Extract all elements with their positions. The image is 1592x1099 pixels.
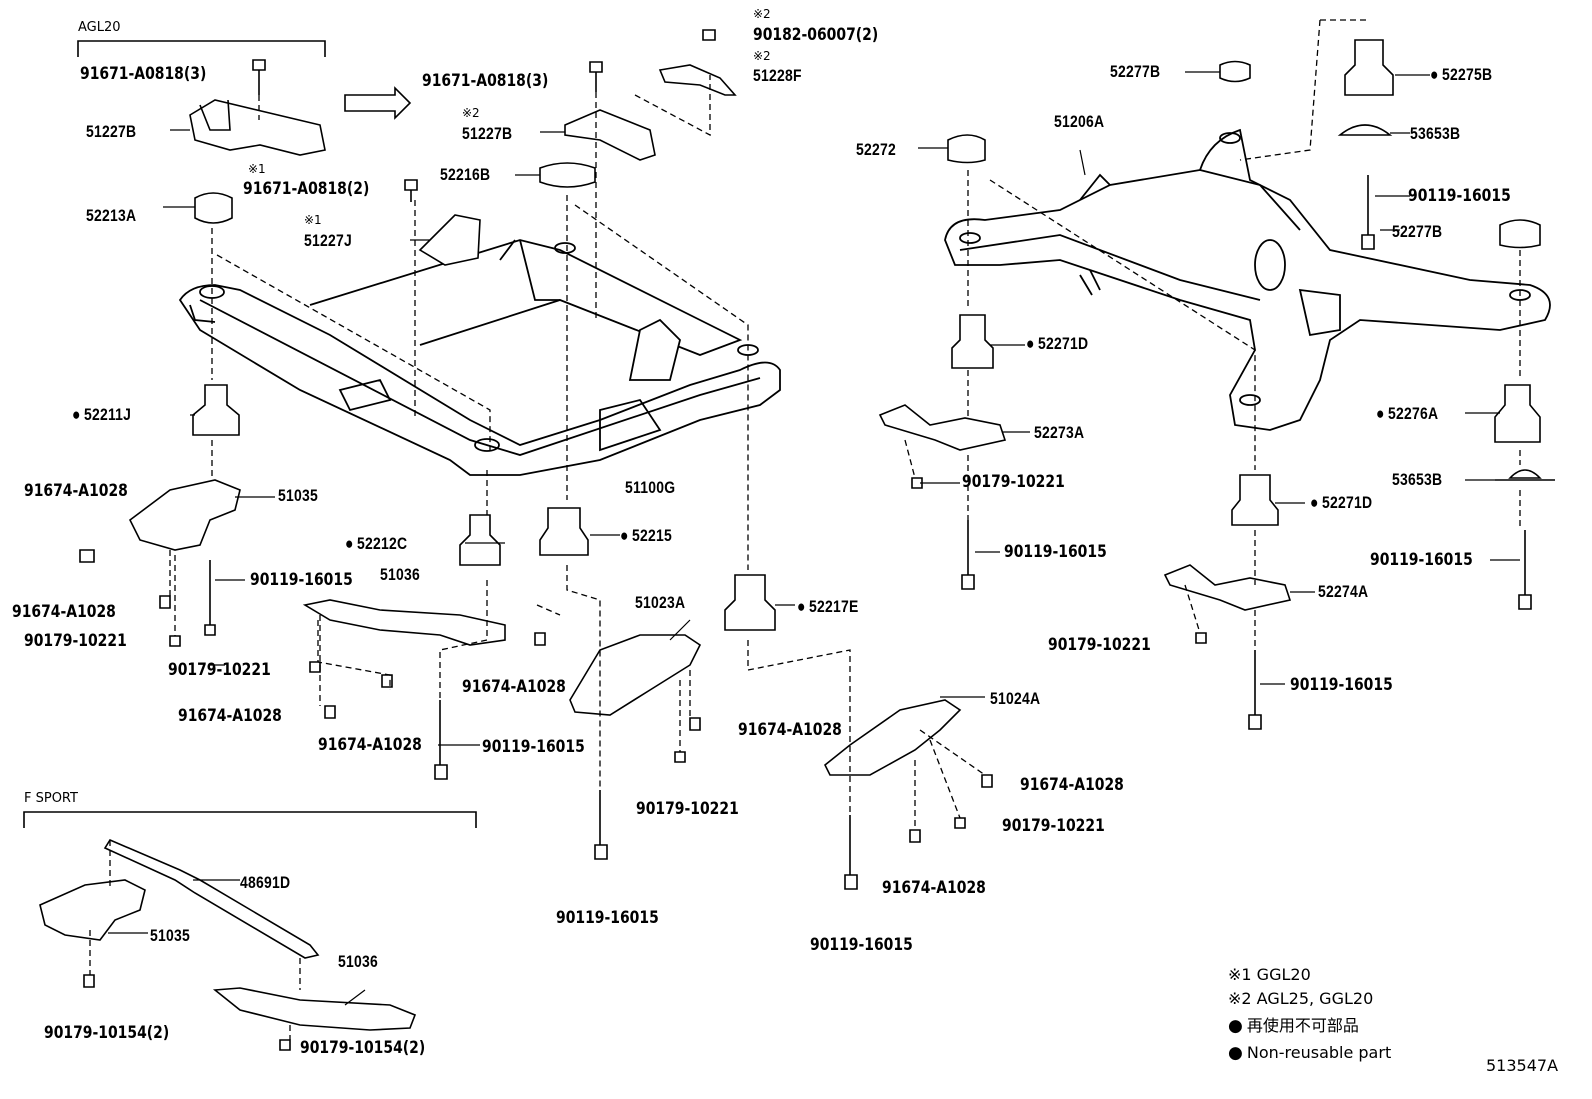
bracket-51227B-left [189, 99, 326, 156]
part-label-90119-16015-d: 90119-16015 [810, 935, 913, 955]
part-label-52274a: 52274A [1318, 582, 1369, 601]
part-label-91671-a0818-3-center: 91671-A0818(3) [422, 71, 549, 91]
part-label-52276a: 52276A [1376, 405, 1438, 422]
leader-lines [108, 71, 1520, 1006]
part-label-90179-10154-b: 90179-10154(2) [300, 1038, 426, 1058]
plate-52274A [1163, 564, 1292, 611]
fsport-bracket [23, 811, 477, 828]
part-label-52275b: 52275B [1430, 66, 1492, 83]
part-label-52277b-mid: 52277B [1392, 222, 1443, 241]
figure-id: 513547A [1486, 1056, 1559, 1075]
part-label-90182-06007-2: 90182-06007(2) [753, 25, 879, 45]
part-label-90119-16015-a: 90119-16015 [250, 570, 353, 590]
part-label-51227b-center: 51227B [462, 124, 513, 143]
part-label-52211j: 52211J [72, 406, 131, 423]
part-label-52273a: 52273A [1034, 423, 1085, 442]
part-label-51036-fsport: 51036 [338, 952, 379, 971]
part-label-53653b-top: 53653B [1410, 124, 1461, 143]
part-label-90179-10221-b: 90179-10221 [168, 660, 271, 680]
legend-note-1: ※1 GGL20 [1228, 965, 1311, 984]
part-label-90119-16015-c: 90119-16015 [556, 908, 659, 928]
part-label-51035-fsport: 51035 [150, 926, 191, 945]
direction-arrow [344, 86, 412, 120]
note-marker-2b: ※2 [753, 7, 771, 21]
note-marker-2a: ※2 [462, 106, 480, 120]
section-fsport-label: F SPORT [24, 791, 78, 806]
part-label-48691d: 48691D [240, 873, 291, 892]
bushings [192, 39, 1555, 631]
part-label-91674-a1028-b: 91674-A1028 [12, 602, 116, 622]
part-label-91674-a1028-a: 91674-A1028 [24, 481, 128, 501]
part-label-52215: 52215 [620, 527, 672, 544]
note-marker-1: ※1 [248, 162, 266, 176]
rear-crossmember [944, 128, 1551, 431]
part-label-51228f: 51228F [753, 66, 802, 85]
arm-51036 [302, 599, 506, 646]
part-label-51023a: 51023A [635, 593, 686, 612]
part-label-52213a: 52213A [86, 206, 137, 225]
part-label-51227j: 51227J [304, 231, 352, 250]
part-label-91674-a1028-h: 91674-A1028 [882, 878, 986, 898]
arm-51035 [128, 479, 241, 551]
agl20-bracket [77, 40, 326, 57]
part-label-52271d-b: 52271D [1310, 494, 1372, 511]
part-label-91674-a1028-e: 91674-A1028 [462, 677, 566, 697]
part-label-52216b: 52216B [440, 165, 491, 184]
front-crossmember [178, 239, 781, 476]
part-label-91674-a1028-c: 91674-A1028 [178, 706, 282, 726]
arm-51024A [823, 699, 962, 776]
bolts [79, 175, 1532, 1051]
part-label-51024a: 51024A [990, 689, 1041, 708]
part-label-91674-a1028-d: 91674-A1028 [318, 735, 422, 755]
part-label-91674-a1028-g: 91674-A1028 [1020, 775, 1124, 795]
bracket-51227B-center [564, 109, 656, 161]
legend-nonreusable-jp: 再使用不可部品 [1228, 1018, 1359, 1035]
part-label-90179-10221-f: 90179-10221 [1048, 635, 1151, 655]
arm-51036-fsport [212, 987, 417, 1031]
part-label-90119-16015-g: 90119-16015 [1370, 550, 1473, 570]
part-label-91671-a0818-2: 91671-A0818(2) [243, 179, 370, 199]
part-label-51035: 51035 [278, 486, 319, 505]
note-marker-1b: ※1 [304, 213, 322, 227]
legend-note-2: ※2 AGL25, GGL20 [1228, 989, 1374, 1008]
part-label-90179-10221-d: 90179-10221 [1002, 816, 1105, 836]
brace-48691D [103, 838, 320, 959]
part-label-90119-16015-f: 90119-16015 [1004, 542, 1107, 562]
alignment-lines [89, 19, 1521, 1040]
bolt-top-left [252, 59, 266, 95]
part-label-52217e: 52217E [797, 598, 859, 615]
part-label-52271d-a: 52271D [1026, 335, 1088, 352]
note-marker-2c: ※2 [753, 49, 771, 63]
part-label-52212c: 52212C [345, 535, 407, 552]
part-label-90119-16015-b: 90119-16015 [482, 737, 585, 757]
part-label-51206a: 51206A [1054, 112, 1105, 131]
part-label-51036: 51036 [380, 565, 421, 584]
part-label-90179-10154-a: 90179-10154(2) [44, 1023, 170, 1043]
part-label-90119-16015-e: 90119-16015 [1408, 186, 1511, 206]
legend-nonreusable-en: Non-reusable part [1228, 1045, 1391, 1062]
arm-51035-fsport [39, 879, 146, 941]
part-label-53653b-bottom: 53653B [1392, 470, 1443, 489]
part-label-90179-10221-a: 90179-10221 [24, 631, 127, 651]
plate-52273A [878, 404, 1007, 451]
bracket-51227J [418, 214, 481, 266]
part-label-91674-a1028-f: 91674-A1028 [738, 720, 842, 740]
arm-51023A [569, 634, 702, 716]
bracket-51228F [658, 64, 737, 96]
part-label-52277b-top: 52277B [1110, 62, 1161, 81]
part-label-51100g: 51100G [625, 478, 676, 497]
part-label-90179-10221-e: 90179-10221 [962, 472, 1065, 492]
section-agl20-label: AGL20 [78, 20, 121, 35]
part-label-91671-a0818-3-left: 91671-A0818(3) [80, 64, 207, 84]
part-label-52272: 52272 [856, 140, 897, 159]
part-label-90179-10221-c: 90179-10221 [636, 799, 739, 819]
part-label-51227b-left: 51227B [86, 122, 137, 141]
part-label-90119-16015-h: 90119-16015 [1290, 675, 1393, 695]
